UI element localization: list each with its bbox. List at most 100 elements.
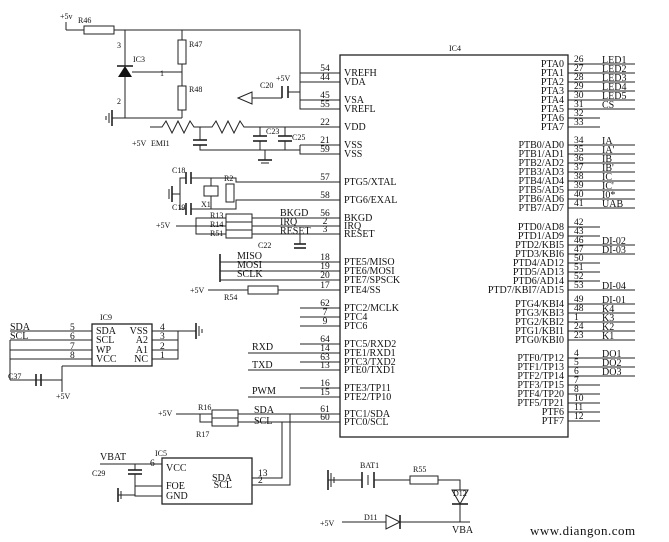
main-ic-left-pin-num: 21 (320, 136, 330, 146)
x1-label: X1 (201, 200, 211, 209)
main-ic-left-pin-name: PTE0/TXD1 (344, 365, 395, 376)
ic3-diode-symbol (118, 66, 132, 77)
emi-filter (150, 119, 340, 135)
resistor-r14 (225, 221, 253, 231)
main-ic-left-pin-num: 44 (320, 73, 330, 83)
main-ic-left-pin-name: PTC2/MCLK (344, 303, 400, 314)
net-label: K2 (602, 322, 614, 333)
main-ic-left-pin-name: IRQ (344, 221, 362, 232)
main-ic-left-pin-name: PTE2/TP10 (344, 392, 391, 403)
main-ic-right-pin-num: 34 (574, 136, 584, 146)
main-ic-right-pin-name: PTA7 (541, 122, 564, 133)
net-label: K4 (602, 304, 614, 315)
main-ic-right-pin-num: 48 (574, 304, 584, 314)
main-ic-right-pin-name: PTA5 (541, 104, 564, 115)
main-ic-right-pin-num: 53 (574, 281, 584, 291)
main-ic-right-pin-name: PTF4/TP20 (517, 389, 564, 400)
main-ic-left-pin-name: VSS (344, 149, 362, 160)
net-label: IA' (602, 145, 615, 156)
wire-scl-ic5 (270, 422, 283, 479)
d11-label: D11 (364, 513, 377, 522)
ic9-pin-name: SDA (96, 326, 117, 337)
net-label: IB (602, 154, 612, 165)
main-ic-left-pin-name: PTC1/SDA (344, 409, 391, 420)
main-ic-right-pin-name: PTB2/AD2 (518, 158, 564, 169)
main-ic-left-pin-num: 59 (320, 145, 330, 155)
ic9-net-label: SCL (10, 331, 28, 342)
main-ic-left-pin-num: 45 (320, 91, 330, 101)
ic9-pin-name: SCL (96, 335, 114, 346)
net-label: LED2 (602, 64, 626, 75)
main-ic-left-pin-num: 22 (320, 118, 330, 128)
net-label: LED3 (602, 73, 626, 84)
net-label-rxd: RXD (252, 342, 273, 353)
main-ic-right-pin-num: 52 (574, 272, 584, 282)
c20-label: C20 (260, 81, 273, 90)
main-ic-right-pin-num: 36 (574, 154, 584, 164)
resistor-r46 (83, 25, 115, 35)
net-label-sclk: SCLK (237, 269, 263, 280)
ic9-right-pin-num: 2 (160, 342, 165, 352)
net-label: DO3 (602, 367, 621, 378)
main-ic-right-pin-name: PTB5/AD5 (518, 185, 564, 196)
main-ic-right-pin-name: PTB3/AD3 (518, 167, 564, 178)
ic9-power: +5V (56, 392, 71, 401)
diode-d11 (385, 514, 402, 530)
main-ic-left-pin-num: 19 (320, 262, 330, 272)
ic9-ref: IC9 (100, 313, 112, 322)
main-ic-left-pin-name: VSA (344, 95, 365, 106)
main-ic-right-pin-num: 33 (574, 118, 584, 128)
net-label-txd: TXD (252, 360, 273, 371)
r55-label: R55 (413, 465, 426, 474)
r46-label: R46 (78, 16, 91, 25)
main-ic-right-pin-name: PTD4/AD12 (513, 258, 564, 269)
c29-label: C29 (92, 469, 105, 478)
main-ic-right-pin-name: PTA0 (541, 59, 564, 70)
main-ic-left-pin-num: 13 (320, 361, 330, 371)
net-label: IB' (602, 163, 614, 174)
net-label-reset: RESET (280, 226, 311, 237)
resistor-r13 (225, 213, 253, 223)
ic3-pin1: 1 (160, 69, 164, 78)
ic3-pin2: 2 (117, 97, 121, 106)
main-ic-right-pin-name: PTA3 (541, 86, 564, 97)
net-label: LED1 (602, 55, 626, 66)
net-label: DI-01 (602, 295, 626, 306)
net-label-bkgd: BKGD (280, 208, 308, 219)
main-ic-right-pin-name: PTA6 (541, 113, 564, 124)
resistor-r54 (247, 285, 279, 295)
main-ic-right-pin-name: PTF6 (542, 407, 564, 418)
ic3-label: IC3 (133, 55, 145, 64)
main-ic-left-pin-num: 7 (323, 308, 328, 318)
main-ic-left-pin-name: VSS (344, 140, 362, 151)
c25-label: C25 (292, 133, 305, 142)
main-ic-right-pin-name: PTD6/AD14 (513, 276, 564, 287)
r16-label: R16 (198, 403, 211, 412)
main-ic-left-pin-name: PTE6/MOSI (344, 266, 395, 277)
main-ic-left-pin-name: VDA (344, 77, 366, 88)
main-ic-left-pin-num: 16 (320, 379, 330, 389)
crystal-x1 (203, 185, 219, 197)
r14-label: R14 (210, 220, 223, 229)
bkgd-power: +5V (156, 221, 171, 230)
ic5-pin-name: VCC (166, 463, 187, 474)
main-ic-right-pin-num: 39 (574, 181, 584, 191)
net-label-irq: IRQ (280, 217, 298, 228)
ic9-pin-num: 5 (70, 323, 75, 333)
ic9-right-pin-name: NC (134, 354, 148, 365)
main-ic-right-pin-num: 8 (574, 385, 579, 395)
wire (199, 414, 212, 423)
r47-label: R47 (189, 40, 202, 49)
resistor-r48 (177, 85, 187, 111)
main-ic-left-pin-num: 61 (320, 405, 330, 415)
main-ic-right-pin-num: 51 (574, 263, 584, 273)
main-ic-left-pin-name: VDD (344, 122, 366, 133)
main-ic-right-pin-name: PTB1/AD1 (518, 149, 564, 160)
wire (438, 479, 461, 490)
net-label: DI-03 (602, 245, 626, 256)
net-label: IA (602, 136, 613, 147)
resistor-r51 (225, 229, 253, 239)
